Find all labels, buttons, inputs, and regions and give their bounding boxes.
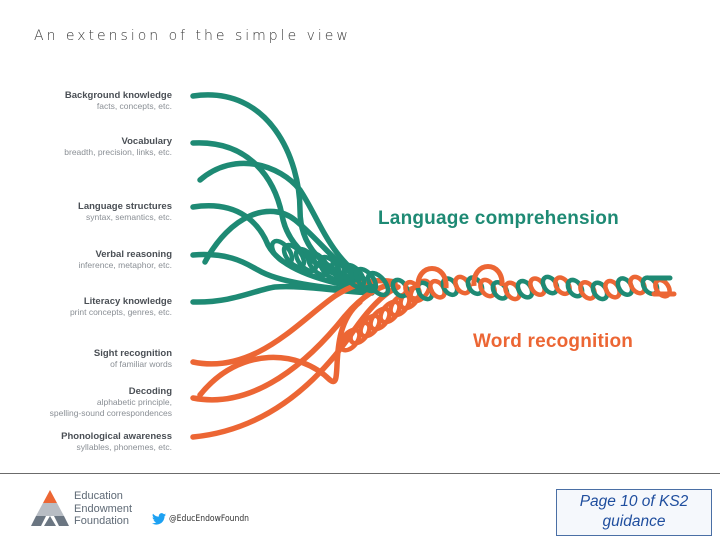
word-recognition-label: Word recognition bbox=[473, 331, 633, 353]
strand-subtitle: syllables, phonemes, etc. bbox=[61, 442, 172, 453]
strand-subtitle: syntax, semantics, etc. bbox=[78, 212, 172, 223]
strand-label-literacy-knowledge: Literacy knowledge print concepts, genre… bbox=[70, 296, 172, 318]
strand-label-sight-recognition: Sight recognition of familiar words bbox=[94, 348, 172, 370]
logo-line: Education bbox=[74, 490, 132, 503]
twitter-handle: @EducEndowFoundn bbox=[169, 514, 249, 524]
language-comprehension-label: Language comprehension bbox=[378, 208, 619, 230]
strand-subtitle: of familiar words bbox=[94, 359, 172, 370]
strand-label-verbal-reasoning: Verbal reasoning inference, metaphor, et… bbox=[78, 249, 172, 271]
strand-subtitle: facts, concepts, etc. bbox=[65, 101, 172, 112]
logo-line: Foundation bbox=[74, 515, 132, 528]
strand-title: Literacy knowledge bbox=[70, 296, 172, 307]
eef-logo-text: Education Endowment Foundation bbox=[74, 490, 132, 528]
strand-title: Phonological awareness bbox=[61, 431, 172, 442]
page-note-line: Page 10 of KS2 bbox=[557, 492, 711, 512]
strand-label-language-structures: Language structures syntax, semantics, e… bbox=[78, 201, 172, 223]
twitter-link[interactable]: @EducEndowFoundn bbox=[152, 513, 249, 525]
strand-title: Sight recognition bbox=[94, 348, 172, 359]
strand-title: Language structures bbox=[78, 201, 172, 212]
strand-subtitle: print concepts, genres, etc. bbox=[70, 307, 172, 318]
strand-subtitle: alphabetic principle, bbox=[50, 397, 172, 408]
page-reference-note: Page 10 of KS2 guidance bbox=[556, 489, 712, 536]
strand-subtitle: inference, metaphor, etc. bbox=[78, 260, 172, 271]
page-note-line: guidance bbox=[557, 512, 711, 532]
logo-line: Endowment bbox=[74, 503, 132, 516]
strand-cross-orange bbox=[200, 302, 360, 395]
strand-title: Decoding bbox=[50, 386, 172, 397]
strand-subtitle-2: spelling-sound correspondences bbox=[50, 408, 172, 419]
strand-title: Background knowledge bbox=[65, 90, 172, 101]
strand-subtitle: breadth, precision, links, etc. bbox=[64, 147, 172, 158]
strand-label-background-knowledge: Background knowledge facts, concepts, et… bbox=[65, 90, 172, 112]
strand-title: Verbal reasoning bbox=[78, 249, 172, 260]
strand-label-vocabulary: Vocabulary breadth, precision, links, et… bbox=[64, 136, 172, 158]
strand-label-decoding: Decoding alphabetic principle, spelling-… bbox=[50, 386, 172, 419]
word-recognition-strands bbox=[193, 281, 398, 437]
footer-divider bbox=[0, 473, 720, 474]
strand-title: Vocabulary bbox=[64, 136, 172, 147]
eef-triangle-logo-icon bbox=[30, 488, 70, 528]
strand-label-phonological-awareness: Phonological awareness syllables, phonem… bbox=[61, 431, 172, 453]
twitter-bird-icon bbox=[152, 513, 166, 525]
